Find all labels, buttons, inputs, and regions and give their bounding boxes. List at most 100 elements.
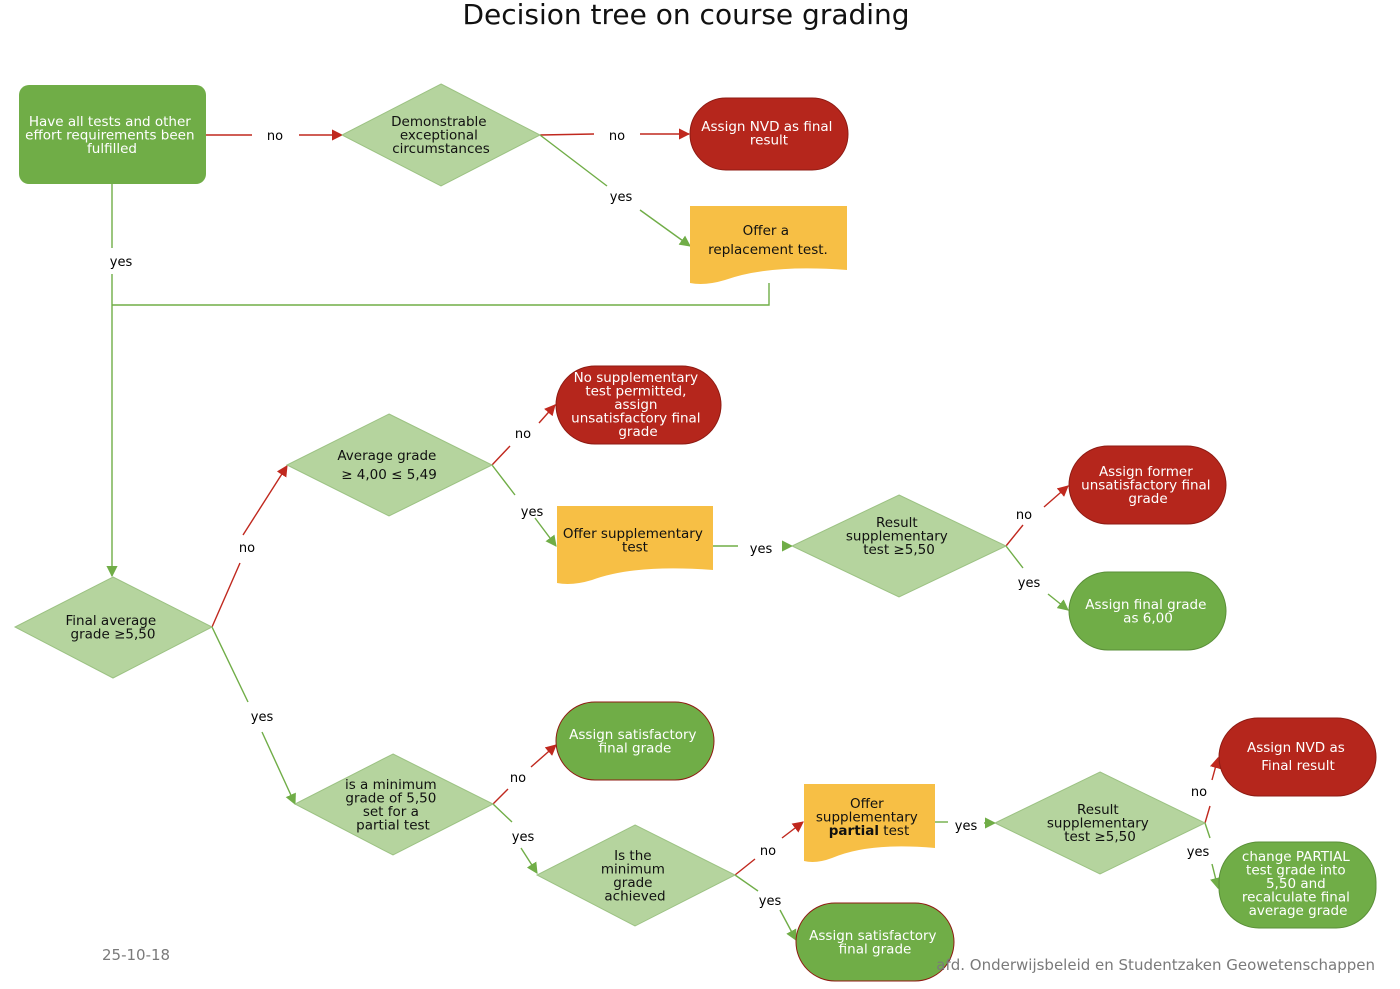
node-text: result [750,133,788,149]
node-text: 5,50 and [1266,876,1326,892]
svg-text:Result supplementary: Result supplementary test ≥5,50 [846,515,952,558]
node-text: Offer supplementary [563,526,703,542]
node-text: supplementary [1047,816,1149,832]
node-text: recalculate final [1242,890,1350,906]
node-text: Assign satisfactory [809,928,936,944]
nodes: Have all tests and other effort requirem… [13,83,1377,982]
edge-label: yes [1187,845,1210,860]
svg-text:Is the minimum gra: Is the minimum grade achieved [601,848,669,905]
node-text: test grade into [1246,863,1346,879]
terminator-green [555,701,715,781]
edge-label: yes [955,819,978,834]
node-text: Assign NVD as final [701,119,832,135]
node-text: minimum [601,862,665,878]
node-text: as 6,00 [1123,611,1173,627]
node-text: Result [876,515,918,531]
node-text: final grade [599,741,672,757]
node-text: test [879,823,909,839]
node-text: ≥ 4,00 ≤ 5,49 [341,467,437,483]
node-text: grade [618,424,657,440]
edge-label: yes [521,505,544,520]
node-text: Average grade [337,448,436,464]
edge-label: no [609,129,625,144]
edge-label: no [267,129,283,144]
node-text: Offer [850,796,884,812]
svg-text:Offer a replacement test: Offer a replacement test. [708,223,828,258]
document-yellow [557,506,713,584]
terminator-red [1068,445,1227,525]
footer-date: 25-10-18 [102,946,170,964]
node-text: final grade [839,942,912,958]
terminator-red [555,365,722,445]
terminator-green [1218,841,1377,929]
svg-text:Assign final grade as 6,: Assign final grade as 6,00 [1085,597,1210,627]
node-text: change PARTIAL [1242,849,1350,865]
document-yellow [690,206,847,284]
svg-text:Have all tests and other: Have all tests and other effort requirem… [25,114,199,157]
node-text: Final result [1261,758,1335,774]
node-text: Result [1077,802,1119,818]
decision-diamond [340,83,542,187]
node-text: Have all tests and other [29,114,191,130]
terminator-red [1218,717,1377,797]
svg-text:Result supplementary: Result supplementary test ≥5,50 [1047,802,1153,845]
edge-label: yes [1018,576,1041,591]
node-text: unsatisfactory final [1081,478,1210,494]
decision-diamond [285,413,494,517]
terminator-green [795,902,955,982]
node-text: exceptional [400,128,478,144]
decision-diamond [13,576,214,679]
node-text: is a minimum [345,777,437,793]
node-text: supplementary [846,529,948,545]
node-text: Offer a [743,223,789,239]
svg-text:Offer supplementary test: Offer supplementary test [563,526,707,556]
edge-label: no [1016,508,1032,523]
decision-diamond [993,771,1207,875]
decision-diamond [293,753,495,856]
svg-text:Assign satisfactory fina: Assign satisfactory final grade [809,928,941,958]
terminator-red [689,97,849,171]
node-text-bold: partial [829,823,879,839]
svg-text:Assign NVD as final resu: Assign NVD as final result [701,119,836,149]
edge-label: yes [759,894,782,909]
node-text: achieved [604,889,665,905]
edge-label: yes [251,710,274,725]
node-text: Is the [614,848,651,864]
node-text: No supplementary [574,370,699,386]
svg-text:is a minimum grade of 5,: is a minimum grade of 5,50 set for a par… [345,777,441,834]
svg-text:No supplementary test pe: No supplementary test permitted, assign … [571,370,705,440]
svg-text:Assign NVD as Final resu: Assign NVD as Final result [1247,740,1349,774]
node-text: Demonstrable [391,114,486,130]
node-text: Assign final grade [1085,597,1206,613]
node-text: test [622,540,648,556]
footer-department: afd. Onderwijsbeleid en Studentzaken Geo… [936,956,1375,974]
node-text: assign [614,397,657,413]
document-yellow [804,784,935,862]
svg-text:Demonstrable exceptional: Demonstrable exceptional circumstances [391,114,491,157]
edge-label: no [515,427,531,442]
edge-label: yes [610,190,633,205]
node-text: Final average [66,613,157,629]
node-text: Assign NVD as [1247,740,1345,756]
edge-label: no [1191,785,1207,800]
node-text: grade of 5,50 [345,791,436,807]
node-text: effort requirements been [25,128,194,144]
node-text: Assign former [1099,464,1193,480]
node-text: average grade [1249,903,1348,919]
edge-label: no [760,844,776,859]
diagram-title: Decision tree on course grading [462,0,909,31]
node-text: grade ≥5,50 [71,627,156,643]
edge-label: yes [750,542,773,557]
node-text: set for a [363,804,419,820]
edge-label: no [510,771,526,786]
terminator-green [1068,571,1227,651]
node-text: Assign satisfactory [569,727,696,743]
svg-text:Assign satisfactory fina: Assign satisfactory final grade [569,727,701,757]
node-text: grade [613,875,652,891]
svg-text:Final average grade ≥5,5: Final average grade ≥5,50 [66,613,161,643]
svg-text:change PARTIAL test grad: change PARTIAL test grade into 5,50 and … [1242,849,1354,919]
edge-label: yes [110,255,133,270]
node-text: test ≥5,50 [1064,829,1136,845]
svg-text:Assign former unsatisfac: Assign former unsatisfactory final grade [1081,464,1215,507]
